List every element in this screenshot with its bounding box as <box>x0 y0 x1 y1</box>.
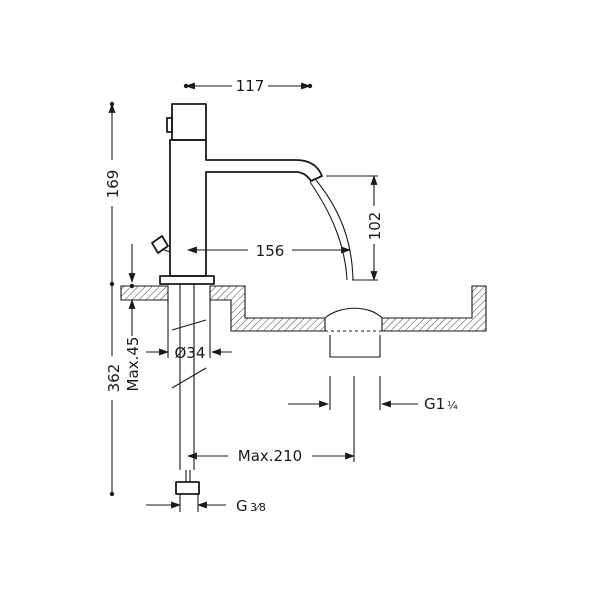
waste-outlet <box>324 307 383 319</box>
dim-169-label: 169 <box>104 170 122 199</box>
dim-102-label: 102 <box>366 212 384 241</box>
dimension-labels: 117 169 362 Max.45 102 156 Ø34 G1 ¼ Max.… <box>104 77 458 515</box>
water-stream <box>315 179 354 281</box>
dim-max210-label: Max.210 <box>238 447 302 465</box>
basin-right <box>381 285 487 332</box>
faucet-handle <box>171 103 207 141</box>
inlet-thread-label: G <box>236 497 248 515</box>
waste-pipe <box>329 335 381 358</box>
countertop-section <box>120 285 487 358</box>
dim-362-label: 362 <box>105 364 123 393</box>
basin-profile <box>209 285 326 332</box>
inlet-thread-fraction: 3⁄8 <box>250 501 266 514</box>
inlet-fitting <box>175 481 200 495</box>
waste-thread-label: G1 <box>424 395 445 413</box>
faucet-base <box>159 275 215 285</box>
dimension-lines <box>108 82 418 512</box>
faucet-body <box>169 139 323 277</box>
dim-117-label: 117 <box>236 77 265 95</box>
dim-156-label: 156 <box>256 242 285 260</box>
dim-diameter-label: Ø34 <box>175 344 206 362</box>
deck-left <box>120 285 169 301</box>
popup-lever <box>151 235 169 254</box>
faucet <box>151 103 354 495</box>
waste-thread-fraction: ¼ <box>447 399 458 412</box>
dim-max45-label: Max.45 <box>124 337 142 392</box>
